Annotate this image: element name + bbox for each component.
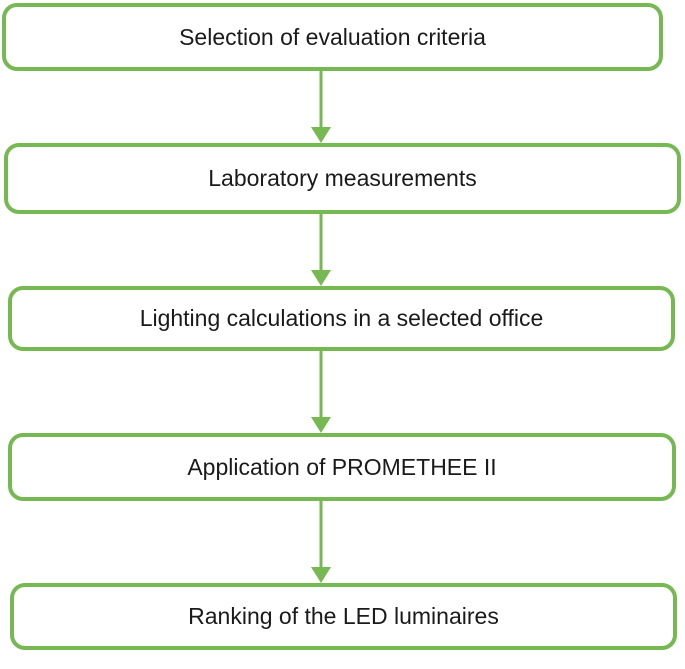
connector-arrow-2 [311, 214, 331, 286]
arrow-head-icon [311, 270, 331, 286]
arrow-head-icon [311, 567, 331, 583]
flow-step-label: Laboratory measurements [208, 165, 477, 192]
arrow-head-icon [311, 127, 331, 143]
connector-arrow-3 [311, 351, 331, 433]
flow-step-label: Application of PROMETHEE II [187, 453, 497, 480]
flow-step-label: Lighting calculations in a selected offi… [139, 305, 544, 332]
flow-step-laboratory-measurements: Laboratory measurements [4, 143, 681, 214]
flow-step-application-promethee: Application of PROMETHEE II [8, 433, 676, 501]
connector-arrow-1 [311, 71, 331, 143]
flow-step-label: Ranking of the LED luminaires [188, 603, 499, 630]
flow-step-selection-of-criteria: Selection of evaluation criteria [2, 3, 663, 71]
flow-step-label: Selection of evaluation criteria [179, 23, 486, 50]
arrow-head-icon [311, 417, 331, 433]
connector-arrow-4 [311, 501, 331, 583]
flow-step-lighting-calculations: Lighting calculations in a selected offi… [8, 286, 675, 351]
flow-step-ranking-luminaires: Ranking of the LED luminaires [10, 583, 677, 650]
